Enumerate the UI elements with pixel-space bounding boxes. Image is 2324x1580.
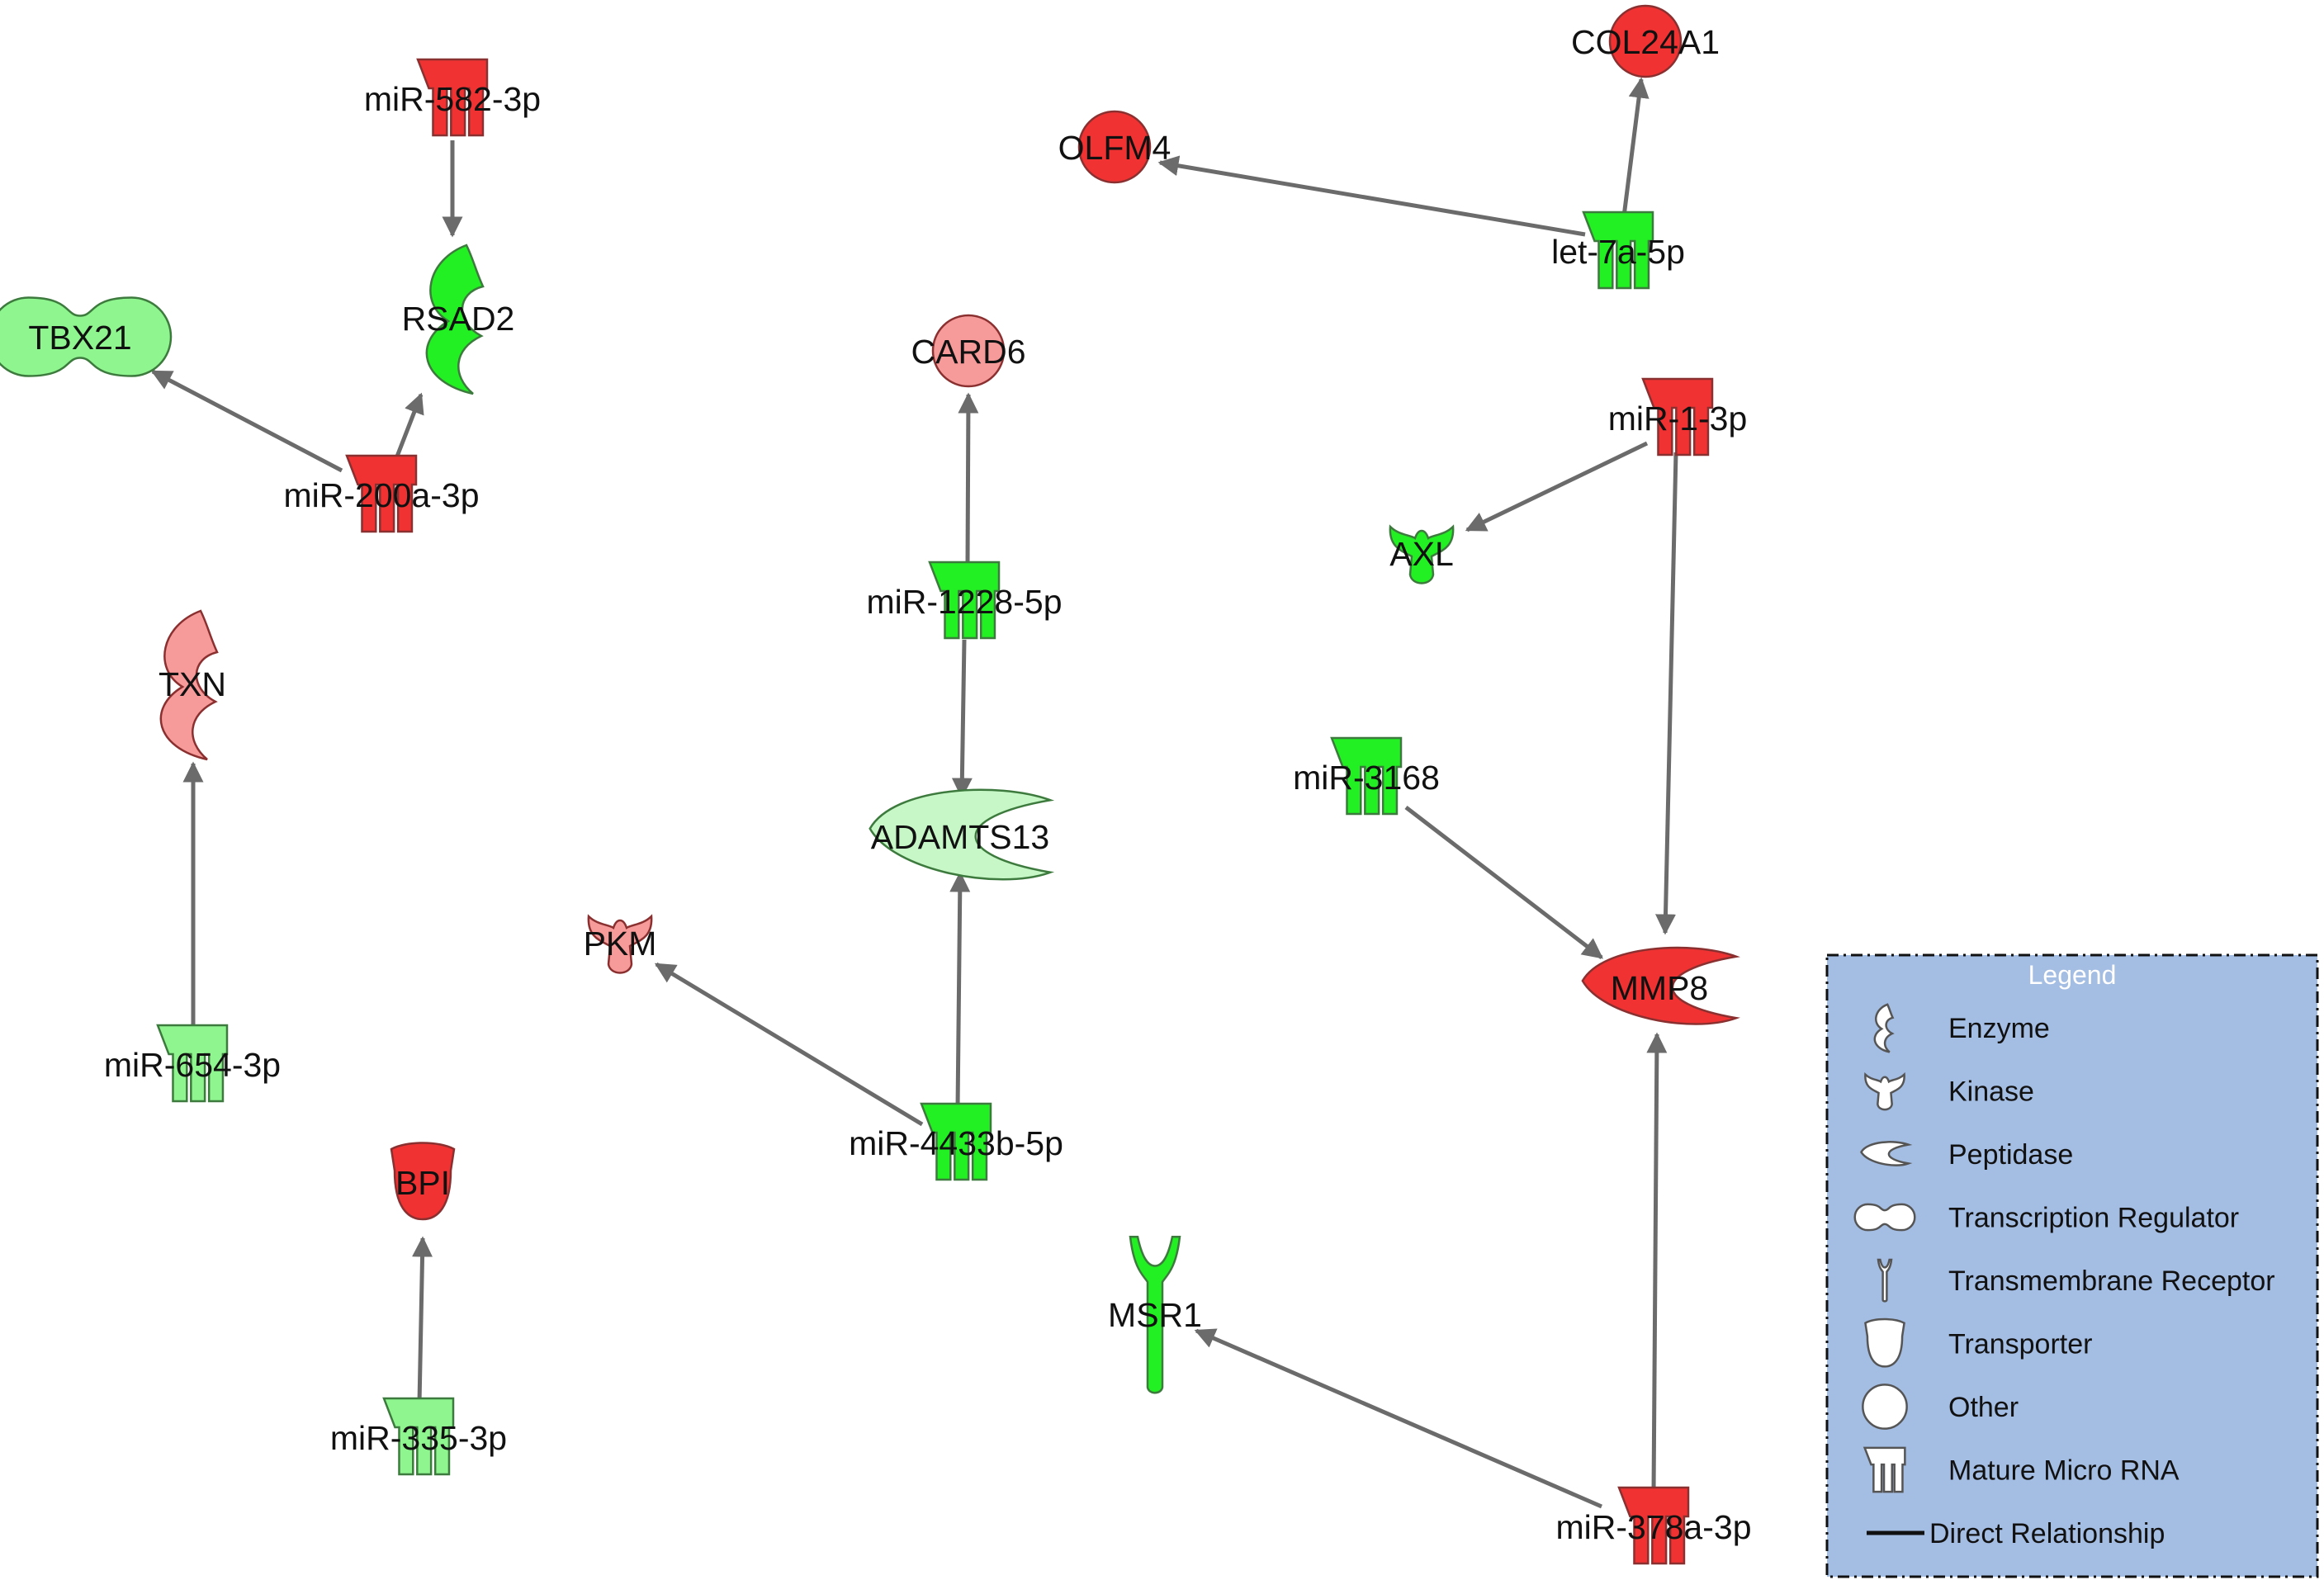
legend-item: Enzyme	[1873, 1003, 2050, 1053]
node-label: COL24A1	[1571, 23, 1720, 61]
transmembrane-receptor-icon	[1877, 1258, 1893, 1303]
node-label: miR-3168	[1293, 759, 1440, 797]
node-olfm4[interactable]: OLFM4	[1058, 110, 1171, 184]
legend-item-label: Direct Relationship	[1929, 1518, 2165, 1549]
edge-miR-1-3p-to-AXL	[1465, 441, 1649, 532]
legend-item: Direct Relationship	[1867, 1518, 2165, 1549]
node-rsad2[interactable]: RSAD2	[402, 244, 515, 395]
legend-item-label: Transporter	[1948, 1329, 2092, 1360]
node-label: BPI	[395, 1164, 450, 1202]
node-mir-335-3p[interactable]: miR-335-3p	[330, 1397, 507, 1476]
node-mir-1-3p[interactable]: miR-1-3p	[1608, 377, 1748, 456]
node-card6[interactable]: CARD6	[911, 314, 1026, 388]
node-mir-4433b-5p[interactable]: miR-4433b-5p	[849, 1102, 1063, 1181]
legend-item: Mature Micro RNA	[1863, 1446, 2180, 1493]
node-adamts13[interactable]: ADAMTS13	[869, 788, 1055, 881]
edge-let-7a-5p-to-OLFM4	[1157, 155, 1586, 237]
edge-miR-4433b-5p-to-PKM	[654, 962, 924, 1127]
node-tbx21[interactable]: TBX21	[0, 296, 173, 377]
node-label: miR-582-3p	[364, 80, 541, 118]
legend-item: Transcription Regulator	[1853, 1203, 2239, 1234]
mirna-icon	[1863, 1446, 1906, 1493]
node-msr1[interactable]: MSR1	[1108, 1236, 1202, 1394]
node-mir-582-3p[interactable]: miR-582-3p	[364, 58, 541, 137]
node-label: RSAD2	[402, 300, 515, 338]
node-label: MSR1	[1108, 1296, 1202, 1334]
node-col24a1[interactable]: COL24A1	[1571, 4, 1720, 78]
node-label: AXL	[1389, 535, 1454, 573]
edge-miR-1-3p-to-MMP8	[1655, 452, 1678, 935]
node-axl[interactable]: AXL	[1389, 524, 1455, 584]
node-label: TBX21	[28, 319, 131, 357]
node-label: miR-200a-3p	[284, 476, 480, 514]
node-label: miR-654-3p	[104, 1046, 281, 1084]
legend-item-label: Transmembrane Receptor	[1948, 1265, 2275, 1297]
legend: Legend EnzymeKinasePeptidaseTranscriptio…	[1825, 953, 2319, 1578]
legend-title: Legend	[2028, 960, 2117, 990]
node-mmp8[interactable]: MMP8	[1581, 946, 1740, 1025]
edge-miR-3168-to-MMP8	[1404, 806, 1603, 959]
node-txn[interactable]: TXN	[159, 609, 226, 761]
node-label: OLFM4	[1058, 129, 1171, 167]
legend-item-label: Transcription Regulator	[1948, 1203, 2239, 1234]
edge-miR-4433b-5p-to-ADAMTS13	[949, 871, 971, 1109]
node-label: CARD6	[911, 333, 1026, 371]
legend-item: Other	[1862, 1384, 2019, 1430]
edge-miR-335-3p-to-BPI	[412, 1236, 433, 1404]
node-label: miR-4433b-5p	[849, 1124, 1063, 1162]
node-bpi[interactable]: BPI	[390, 1142, 456, 1221]
legend-item-label: Peptidase	[1948, 1139, 2073, 1171]
legend-item: Transporter	[1864, 1317, 2092, 1368]
legend-item-label: Mature Micro RNA	[1948, 1455, 2180, 1487]
other-icon	[1862, 1384, 1908, 1430]
node-label: MMP8	[1611, 969, 1708, 1007]
legend-item-label: Kinase	[1948, 1076, 2034, 1108]
edge-miR-1228-5p-to-ADAMTS13	[951, 639, 973, 799]
edge-miR-200a-3p-to-RSAD2	[393, 392, 424, 461]
node-pkm[interactable]: PKM	[584, 914, 657, 974]
edge-miR-378a-3p-to-MMP8	[1646, 1032, 1668, 1493]
transporter-icon	[1864, 1317, 1905, 1368]
edge-let-7a-5p-to-COL24A1	[1621, 77, 1650, 217]
node-label: ADAMTS13	[871, 818, 1049, 856]
legend-item-label: Other	[1948, 1392, 2019, 1423]
node-mir-3168[interactable]: miR-3168	[1293, 736, 1440, 816]
legend-item: Peptidase	[1860, 1139, 2073, 1171]
edge-miR-200a-3p-to-TBX21	[150, 369, 343, 473]
transcription-regulator-icon	[1853, 1203, 1916, 1232]
node-mir-200a-3p[interactable]: miR-200a-3p	[284, 454, 480, 533]
legend-item-label: Enzyme	[1948, 1013, 2050, 1044]
enzyme-icon	[1873, 1003, 1895, 1053]
node-label: miR-1-3p	[1608, 400, 1748, 438]
kinase-icon	[1864, 1071, 1905, 1111]
legend-item: Transmembrane Receptor	[1877, 1258, 2275, 1303]
node-label: TXN	[159, 665, 226, 703]
edges-layer	[150, 77, 1678, 1509]
peptidase-icon	[1860, 1141, 1913, 1166]
legend-box	[1825, 953, 2319, 1578]
edge-miR-378a-3p-to-MSR1	[1194, 1328, 1602, 1509]
node-mir-1228-5p[interactable]: miR-1228-5p	[867, 561, 1063, 640]
node-let-7a-5p[interactable]: let-7a-5p	[1551, 211, 1685, 290]
legend-item: Kinase	[1864, 1071, 2034, 1111]
node-mir-378a-3p[interactable]: miR-378a-3p	[1556, 1486, 1752, 1565]
node-label: miR-335-3p	[330, 1419, 507, 1457]
node-label: miR-378a-3p	[1556, 1508, 1752, 1546]
node-label: let-7a-5p	[1551, 233, 1685, 271]
node-mir-654-3p[interactable]: miR-654-3p	[104, 1024, 281, 1103]
node-label: PKM	[584, 925, 657, 963]
node-label: miR-1228-5p	[867, 583, 1063, 621]
